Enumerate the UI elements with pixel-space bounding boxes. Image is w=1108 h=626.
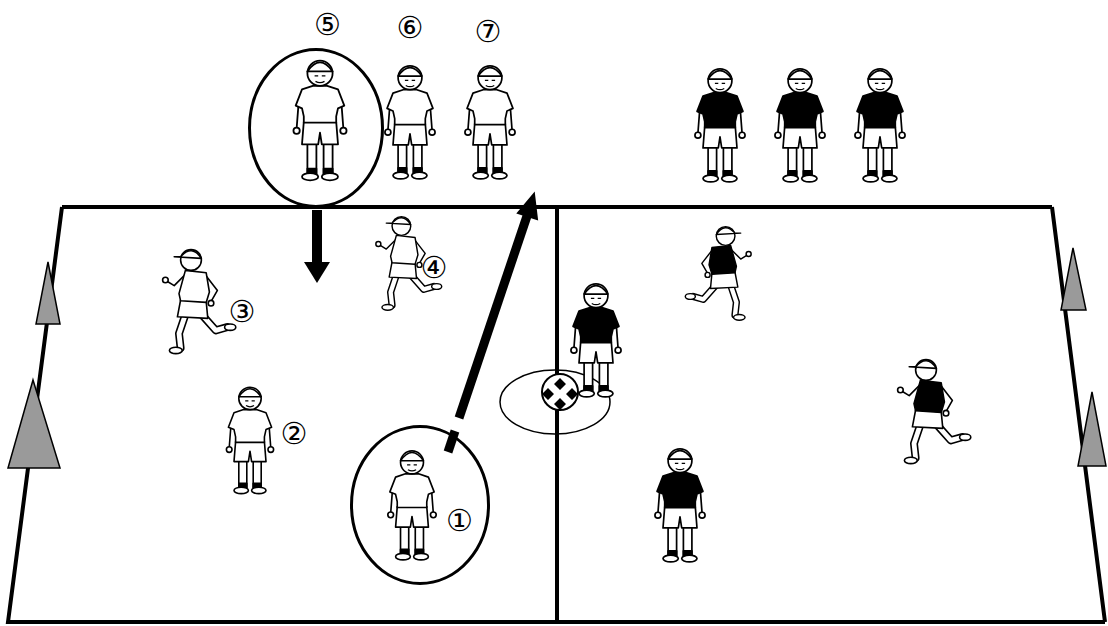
callout-number: ⑥ <box>397 13 424 43</box>
player-highlight: ① <box>350 425 490 585</box>
callout-number: ⑦ <box>475 17 502 47</box>
callout-number: ① <box>446 506 473 536</box>
ellipse-outline <box>350 425 490 585</box>
callout-number: ② <box>281 419 308 449</box>
callout-number: ④ <box>421 253 448 283</box>
player-highlight: ⑤ <box>248 48 384 208</box>
ellipse-outline <box>352 427 489 584</box>
ellipse-outline <box>250 50 383 207</box>
ellipse-outline <box>248 48 384 208</box>
callout-number: ⑤ <box>314 10 341 40</box>
callout-number: ③ <box>229 297 256 327</box>
